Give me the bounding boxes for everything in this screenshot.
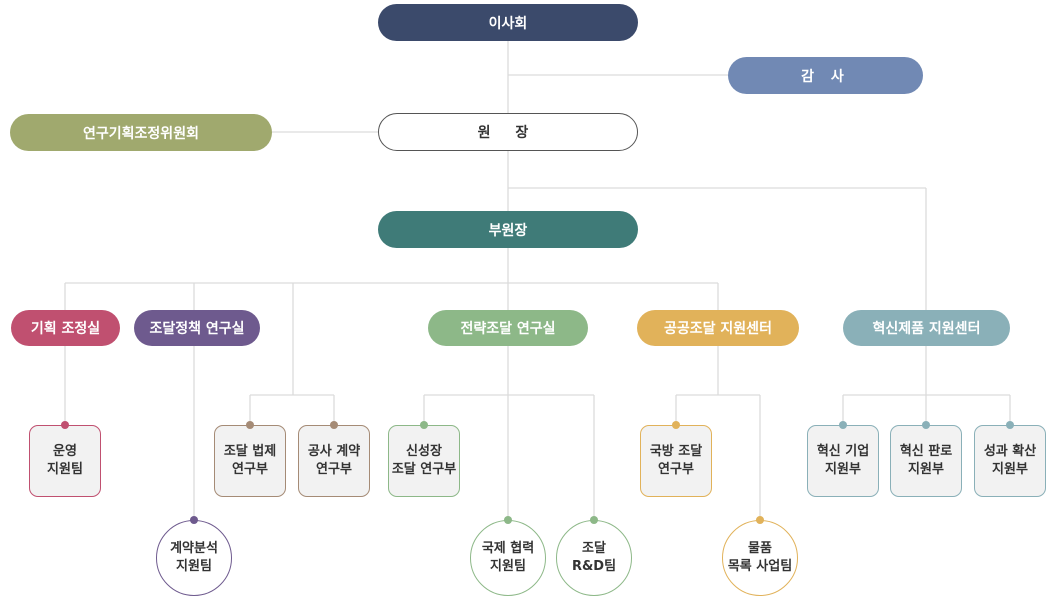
- team-intl-coop-label: 국제 협력 지원팀: [481, 541, 535, 574]
- team-new-growth: 신성장 조달 연구부: [388, 425, 460, 497]
- committee-node: 연구기획조정위원회: [10, 114, 272, 151]
- team-contract-analysis-label: 계약분석 지원팀: [170, 541, 218, 574]
- connector-dot: [190, 516, 198, 524]
- board-label: 이사회: [488, 15, 528, 32]
- connector-dot: [1006, 421, 1014, 429]
- team-new-growth-label: 신성장 조달 연구부: [391, 444, 457, 477]
- team-rnd-label: 조달 R&D팀: [571, 541, 617, 574]
- team-innov-company-label: 혁신 기업 지원부: [816, 444, 870, 477]
- dept-innovation-label: 혁신제품 지원센터: [872, 321, 981, 337]
- team-catalog-label: 물품 목록 사업팀: [727, 541, 793, 574]
- team-catalog: 물품 목록 사업팀: [722, 520, 798, 596]
- connector-dot: [61, 421, 69, 429]
- board-node: 이사회: [378, 4, 638, 41]
- vice-president-label: 부원장: [488, 222, 528, 239]
- team-outcome-spread-label: 성과 확산 지원부: [983, 444, 1037, 477]
- team-innov-company: 혁신 기업 지원부: [807, 425, 879, 497]
- connector-dot: [504, 516, 512, 524]
- dept-planning-label: 기획 조정실: [30, 321, 101, 337]
- dept-planning: 기획 조정실: [11, 310, 120, 346]
- team-procurement-law-label: 조달 법제 연구부: [223, 444, 277, 477]
- team-intl-coop: 국제 협력 지원팀: [470, 520, 546, 596]
- team-innov-sales-label: 혁신 판로 지원부: [899, 444, 953, 477]
- team-procurement-law: 조달 법제 연구부: [214, 425, 286, 497]
- audit-node: 감 사: [728, 57, 923, 94]
- audit-label: 감 사: [801, 68, 850, 85]
- dept-public-label: 공공조달 지원센터: [664, 321, 772, 337]
- dept-strategy: 전략조달 연구실: [428, 310, 588, 346]
- team-operation-label: 운영 지원팀: [47, 444, 83, 477]
- committee-label: 연구기획조정위원회: [83, 125, 199, 142]
- dept-policy: 조달정책 연구실: [134, 310, 260, 346]
- team-defense: 국방 조달 연구부: [640, 425, 712, 497]
- connector-dot: [756, 516, 764, 524]
- team-operation: 운영 지원팀: [29, 425, 101, 497]
- connector-dot: [672, 421, 680, 429]
- connector-dot: [420, 421, 428, 429]
- connector-dot: [922, 421, 930, 429]
- president-node: 원 장: [378, 113, 638, 151]
- dept-innovation: 혁신제품 지원센터: [843, 310, 1010, 346]
- connector-dot: [839, 421, 847, 429]
- connector-dot: [246, 421, 254, 429]
- team-defense-label: 국방 조달 연구부: [649, 444, 703, 477]
- dept-strategy-label: 전략조달 연구실: [460, 321, 556, 337]
- team-rnd: 조달 R&D팀: [556, 520, 632, 596]
- connector-dot: [330, 421, 338, 429]
- president-label: 원 장: [477, 125, 539, 141]
- dept-public: 공공조달 지원센터: [637, 310, 799, 346]
- vice-president-node: 부원장: [378, 211, 638, 248]
- team-contract-analysis: 계약분석 지원팀: [156, 520, 232, 596]
- connector-dot: [590, 516, 598, 524]
- dept-policy-label: 조달정책 연구실: [149, 321, 245, 337]
- team-innov-sales: 혁신 판로 지원부: [890, 425, 962, 497]
- team-construction-contract-label: 공사 계약 연구부: [307, 444, 361, 477]
- team-outcome-spread: 성과 확산 지원부: [974, 425, 1046, 497]
- team-construction-contract: 공사 계약 연구부: [298, 425, 370, 497]
